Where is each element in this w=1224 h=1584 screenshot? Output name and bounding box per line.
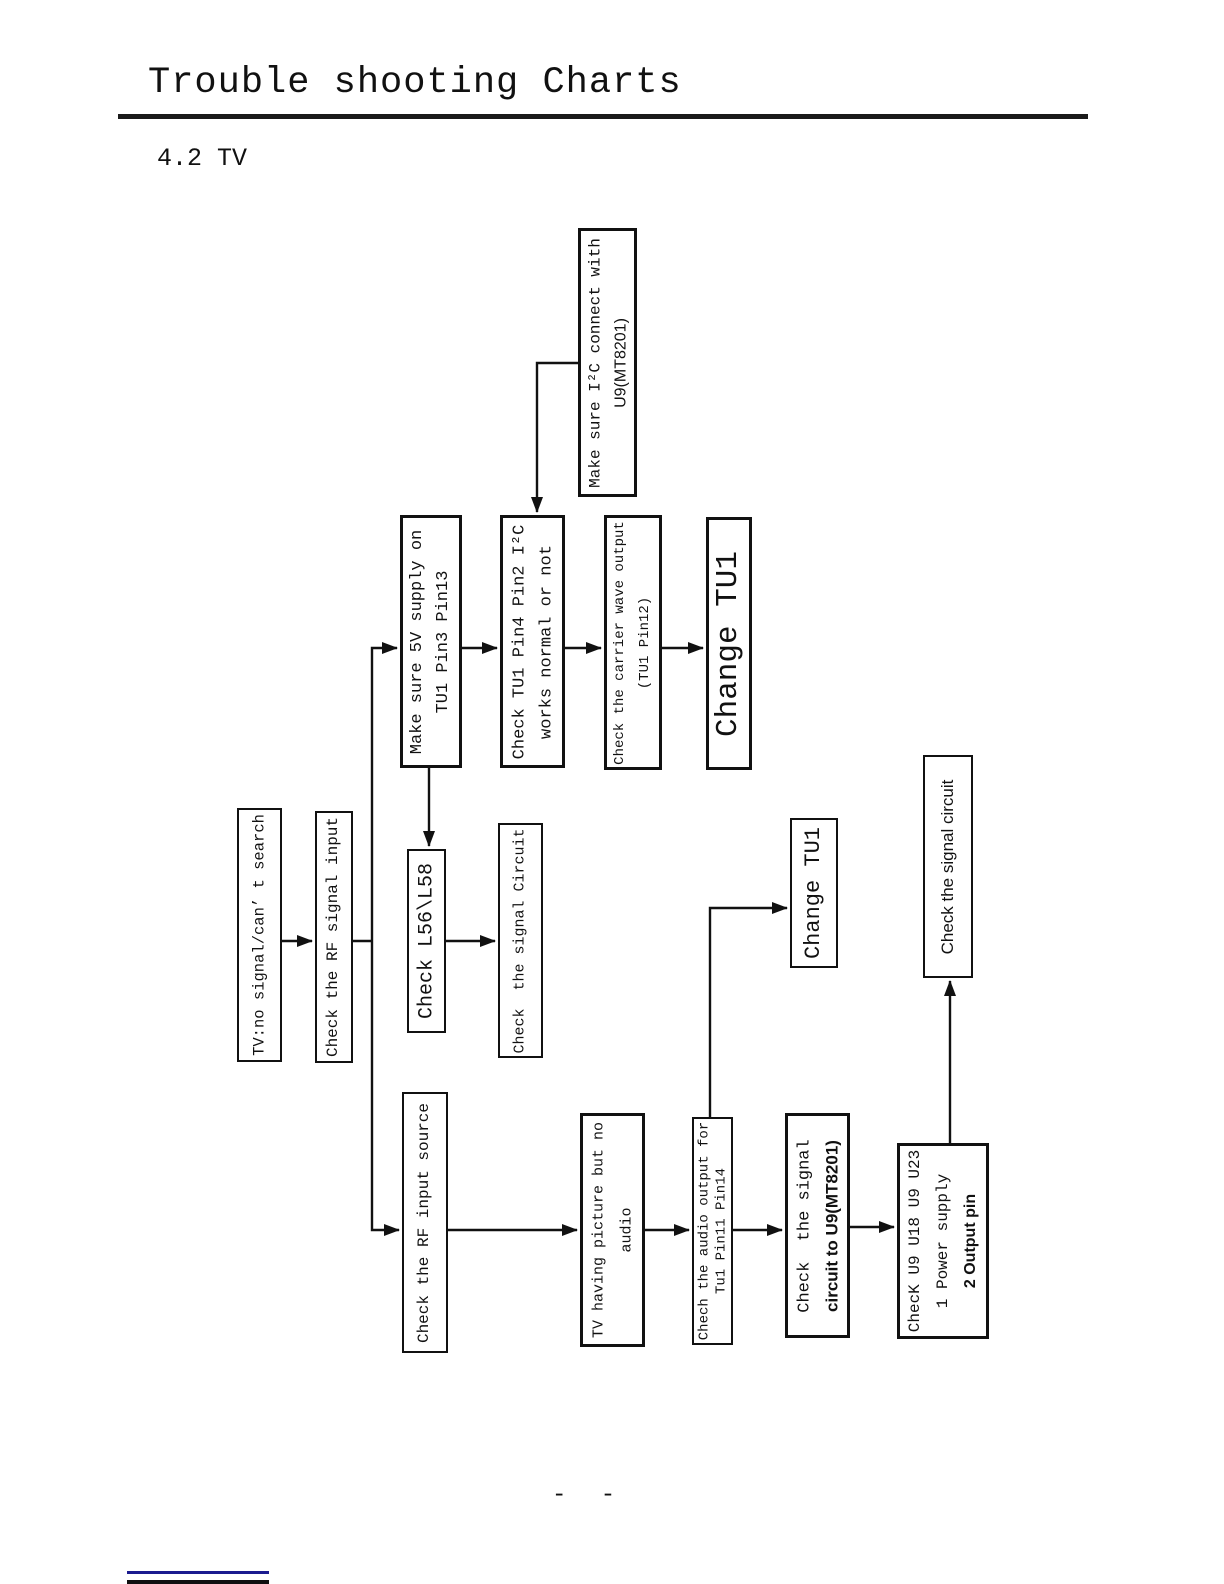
node-rf-signal-input-label: Check the RF signal input [324, 816, 343, 1058]
page-number-dashes: - - [552, 1482, 616, 1509]
node-carrier-wave: Check the carrier wave output (TU1 Pin12… [604, 515, 662, 770]
node-check-tu1-pins: Check TU1 Pin4 Pin2 I²C works normal or … [500, 515, 565, 768]
node-rf-input-source: Check the RF input source [402, 1092, 448, 1353]
arrow-i2cconnect-to-tu1pins [531, 361, 578, 513]
node-make-sure-5v: Make sure 5V supply on TU1 Pin3 Pin13 [400, 515, 462, 768]
node-change-tu1-mid-label: Change TU1 [801, 826, 827, 960]
arrow-audiooutput-to-changetu1mid [708, 902, 788, 1117]
node-signal-to-u9: Check the signal circuit to U9(MT8201) [785, 1113, 850, 1338]
node-change-tu1-top-label: Change TU1 [711, 550, 747, 737]
node-i2c-connect: Make sure I²C connect with U9(MT8201) [578, 228, 637, 497]
page-title: Trouble shooting Charts [148, 62, 682, 104]
node-change-tu1-mid: Change TU1 [790, 818, 838, 968]
footer-blue-line [127, 1571, 269, 1574]
node-check-tu1-pins-label: Check TU1 Pin4 Pin2 I²C works normal or … [509, 524, 556, 759]
node-rf-input-source-label: Check the RF input source [415, 1102, 434, 1343]
node-tv-picture-no-audio: TV having picture but no audio [580, 1113, 645, 1347]
arrow-trunk-to-5vsupply [370, 642, 398, 941]
node-tv-no-signal: TV:no signal/can’ t search [237, 808, 282, 1062]
node-tv-no-signal-label: TV:no signal/can’ t search [250, 814, 269, 1056]
node-audio-output-label: Chech the audio output for Tu1 Pin11 Pin… [695, 1121, 729, 1341]
node-check-l56-l58: Check L56\L58 [407, 849, 446, 1033]
arrow-trunk-to-rfinputsource [370, 941, 400, 1236]
node-signal-circuit-b-label: Check the signal circuit [937, 779, 957, 954]
node-audio-output: Chech the audio output for Tu1 Pin11 Pin… [692, 1117, 733, 1345]
node-check-l56-l58-label: Check L56\L58 [415, 862, 438, 1020]
node-tv-picture-no-audio-label: TV having picture but no audio [589, 1121, 635, 1339]
node-signal-circuit-b: Check the signal circuit [923, 755, 973, 978]
footer-black-mark [127, 1580, 269, 1584]
title-rule [118, 114, 1088, 119]
node-make-sure-5v-label: Make sure 5V supply on TU1 Pin3 Pin13 [408, 529, 453, 754]
node-signal-circuit-a: Check the signal Circuit [498, 823, 543, 1058]
node-check-u9-u18: ChecK U9 U18 U9 U23 1 Power supply 2 Out… [897, 1143, 989, 1339]
node-signal-to-u9-label: Check the signal circuit to U9(MT8201) [794, 1138, 841, 1313]
node-i2c-connect-label: Make sure I²C connect with U9(MT8201) [585, 237, 629, 488]
node-signal-circuit-a-label: Check the signal Circuit [511, 827, 529, 1054]
node-carrier-wave-label: Check the carrier wave output (TU1 Pin12… [612, 520, 653, 765]
node-check-u9-u18-label: ChecK U9 U18 U9 U23 1 Power supply 2 Out… [906, 1149, 979, 1333]
node-rf-signal-input: Check the RF signal input [315, 811, 353, 1063]
node-change-tu1-top: Change TU1 [706, 517, 752, 770]
section-heading: 4.2 TV [157, 144, 248, 173]
